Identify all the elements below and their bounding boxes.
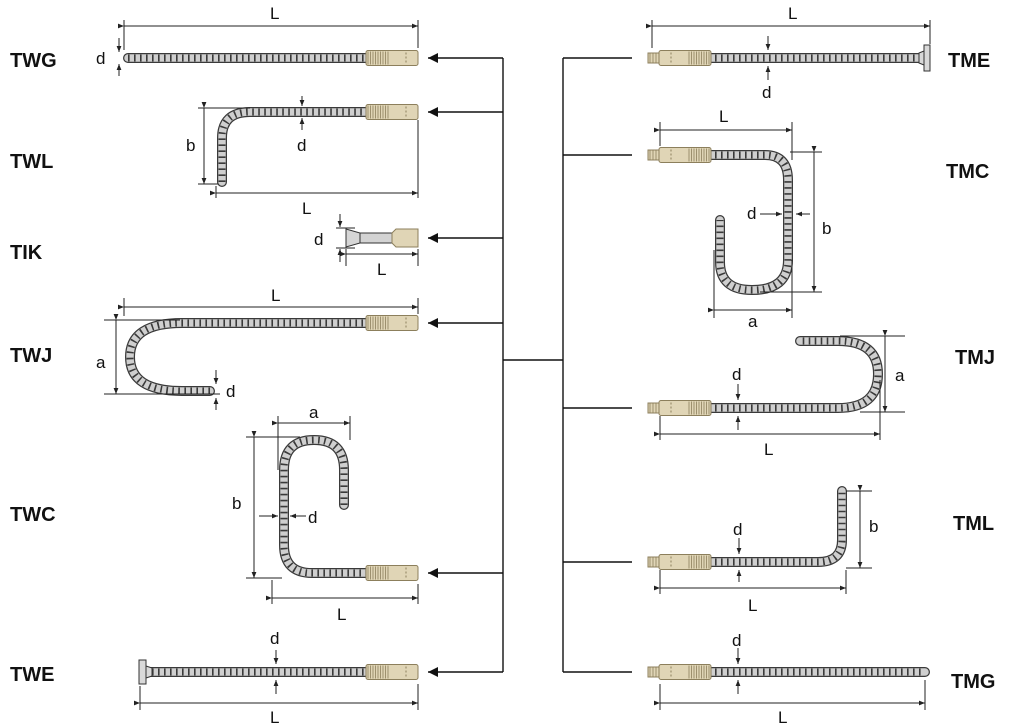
dimension-letters: L d b d L d L L a d a b d L d L L d L d …: [96, 4, 905, 726]
tmj-a-label: a: [895, 366, 905, 385]
twc-diameter-label: d: [308, 508, 317, 527]
tik-diameter-label: d: [314, 230, 323, 249]
tmc-length-label: L: [719, 107, 728, 126]
twc-coupler: [365, 565, 419, 581]
label-twg: TWG: [10, 50, 57, 72]
tmc-diameter-label: d: [747, 204, 756, 223]
tmc-thread: [647, 149, 661, 161]
tme-thread: [647, 52, 661, 64]
couplers: [365, 50, 712, 680]
tmg-thread: [647, 666, 661, 678]
label-tmc: TMC: [946, 161, 989, 183]
tml-length-label: L: [748, 596, 757, 615]
label-tml: TML: [953, 513, 994, 535]
connector-tree: [428, 53, 632, 677]
tik-anchor: [345, 228, 419, 248]
label-tmj: TMJ: [955, 347, 995, 369]
tmj-coupler: [658, 400, 712, 416]
twg-length-label: L: [270, 4, 279, 23]
tml-rebar: [693, 487, 846, 566]
tml-thread: [647, 556, 661, 568]
label-twc: TWC: [10, 504, 56, 526]
twj-length-label: L: [271, 286, 280, 305]
rebar-shapes: [123, 53, 930, 677]
tml-diameter-label: d: [733, 520, 742, 539]
tme-diameter-label: d: [762, 83, 771, 102]
tmj-length-label: L: [764, 440, 773, 459]
twe-diameter-label: d: [270, 629, 279, 648]
end-plates: [138, 44, 931, 685]
twc-rebar: [280, 436, 372, 577]
twl-rebar: [218, 108, 372, 186]
tmc-a-label: a: [748, 312, 758, 331]
label-twj: TWJ: [10, 345, 52, 367]
twj-a-label: a: [96, 353, 106, 372]
tmg-coupler: [658, 664, 712, 680]
twe-end-plate: [138, 659, 153, 685]
tme-end-plate: [918, 44, 931, 72]
tmg-diameter-label: d: [732, 631, 741, 650]
tmc-coupler: [658, 147, 712, 163]
label-tmg: TMG: [951, 671, 995, 693]
dimension-lines: [104, 20, 931, 710]
label-tme: TME: [948, 50, 990, 72]
tml-b-label: b: [869, 517, 878, 536]
label-twe: TWE: [10, 664, 54, 686]
tmj-thread: [647, 402, 661, 414]
tmc-rebar: [693, 151, 792, 294]
tme-length-label: L: [788, 4, 797, 23]
tml-coupler: [658, 554, 712, 570]
tmj-diameter-label: d: [732, 365, 741, 384]
twl-diameter-label: d: [297, 136, 306, 155]
tmj-rebar: [693, 337, 882, 412]
twg-coupler: [365, 50, 419, 66]
twc-length-label: L: [337, 605, 346, 624]
twj-rebar: [126, 319, 372, 395]
twj-diameter-label: d: [226, 382, 235, 401]
label-twl: TWL: [10, 151, 53, 173]
twe-length-label: L: [270, 708, 279, 726]
bar-code-labels: TWG TWL TIK TWJ TWC TWE TME TMC TMJ TML …: [10, 50, 995, 693]
twg-diameter-label: d: [96, 49, 105, 68]
tmg-length-label: L: [778, 708, 787, 726]
tme-coupler: [658, 50, 712, 66]
label-tik: TIK: [10, 242, 43, 264]
twc-b-label: b: [232, 494, 241, 513]
twj-coupler: [365, 315, 419, 331]
twl-length-label: L: [302, 199, 311, 218]
tik-length-label: L: [377, 260, 386, 279]
twl-coupler: [365, 104, 419, 120]
tmc-b-label: b: [822, 219, 831, 238]
twe-coupler: [365, 664, 419, 680]
twc-a-label: a: [309, 403, 319, 422]
twl-b-label: b: [186, 136, 195, 155]
